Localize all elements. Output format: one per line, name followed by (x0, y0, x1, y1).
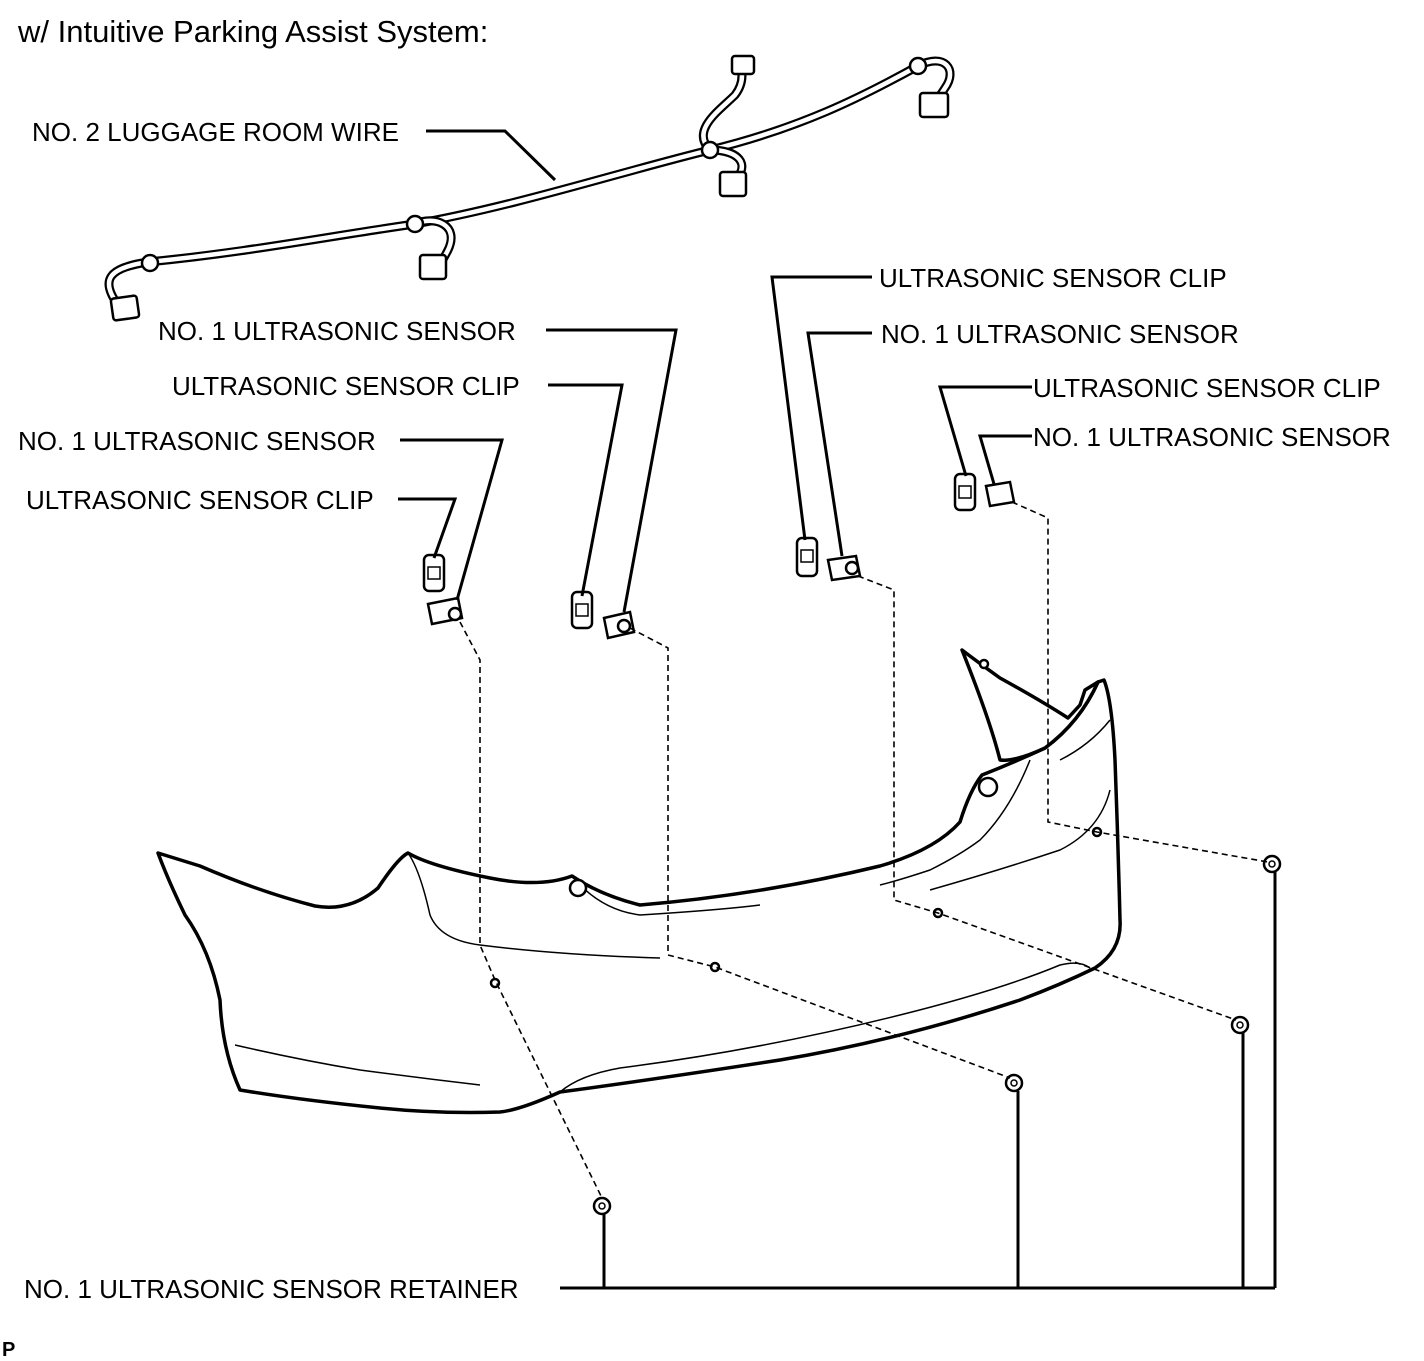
ultrasonic-sensor-3 (826, 554, 862, 582)
retainer-4 (1262, 854, 1282, 874)
sensor-clip-3 (795, 536, 819, 578)
retainer-1 (592, 1196, 612, 1216)
label-sensor-retainer: NO. 1 ULTRASONIC SENSOR RETAINER (24, 1274, 519, 1304)
ultrasonic-sensor-4 (984, 480, 1016, 508)
label-sensor-clip: ULTRASONIC SENSOR CLIP (1033, 373, 1381, 403)
sensor-clip-2 (570, 590, 594, 630)
label-sensor-clip: ULTRASONIC SENSOR CLIP (879, 263, 1227, 293)
label-sensor-clip: ULTRASONIC SENSOR CLIP (26, 485, 374, 515)
leader-lines (398, 129, 1277, 1290)
assembly-lines (459, 501, 1269, 1199)
ultrasonic-sensor-2 (602, 610, 636, 640)
sensor-clip-4 (953, 472, 977, 512)
label-ultrasonic-sensor: NO. 1 ULTRASONIC SENSOR (158, 316, 516, 346)
label-ultrasonic-sensor: NO. 1 ULTRASONIC SENSOR (1033, 422, 1391, 452)
sensor-clip-1 (422, 553, 446, 593)
label-ultrasonic-sensor: NO. 1 ULTRASONIC SENSOR (881, 319, 1239, 349)
label-ultrasonic-sensor: NO. 1 ULTRASONIC SENSOR (18, 426, 376, 456)
luggage-room-wire-harness (104, 54, 955, 322)
rear-bumper-cover (156, 648, 1122, 1115)
label-sensor-clip: ULTRASONIC SENSOR CLIP (172, 371, 520, 401)
retainer-2 (1004, 1073, 1024, 1093)
diagram-title: w/ Intuitive Parking Assist System: (17, 14, 488, 49)
retainer-3 (1230, 1015, 1250, 1035)
label-luggage-room-wire: NO. 2 LUGGAGE ROOM WIRE (32, 117, 399, 147)
ultrasonic-sensor-1 (426, 596, 464, 626)
footer-code: P (2, 1339, 15, 1361)
